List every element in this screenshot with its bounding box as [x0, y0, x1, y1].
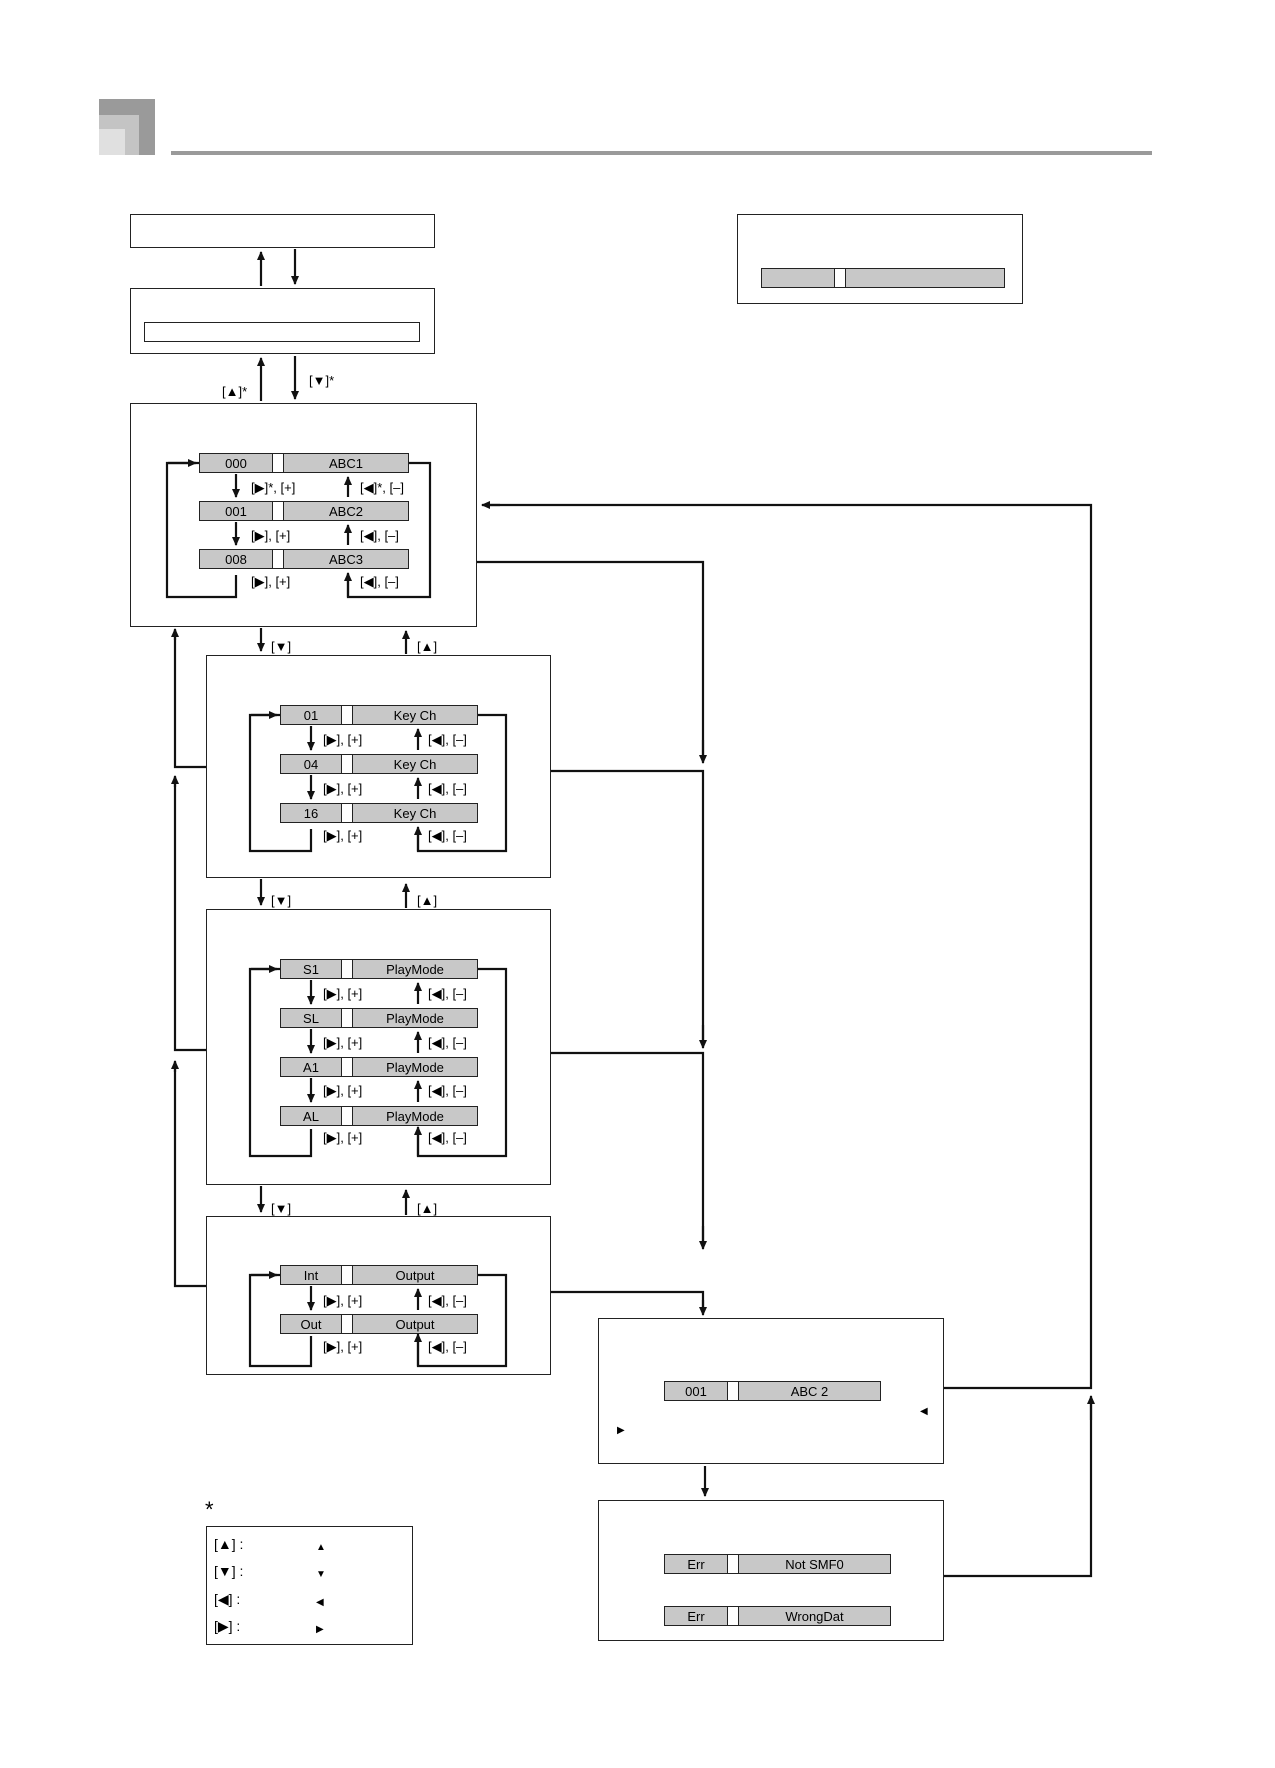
legend-key-3: [▶] :: [214, 1618, 241, 1634]
keych-lcd-1: 04 Key Ch: [280, 754, 478, 774]
legend-box: [206, 1526, 413, 1645]
playmode-lcd-1-label: PlayMode: [353, 1009, 477, 1027]
keych-fwd-1: [▶], [+]: [323, 781, 363, 796]
playmode-back-3: [◀], [–]: [428, 1130, 467, 1145]
nav-up-star: [▲]*: [222, 384, 248, 399]
play-lcd-number: 001: [665, 1382, 727, 1400]
error-lcd-1-message: WrongDat: [739, 1607, 890, 1625]
output-lcd-0-label: Output: [353, 1266, 477, 1284]
song-lcd-2-name: ABC3: [284, 550, 408, 568]
playmode-lcd-2-label: PlayMode: [353, 1058, 477, 1076]
song-back-1: [◀], [–]: [360, 528, 399, 543]
playmode-lcd-3-mode: AL: [281, 1107, 341, 1125]
song-lcd-1-name: ABC2: [284, 502, 408, 520]
top-right-lcd: [761, 268, 1005, 288]
output-lcd-0-mode: Int: [281, 1266, 341, 1284]
error-lcd-0-message: Not SMF0: [739, 1555, 890, 1573]
output-lcd-1-label: Output: [353, 1315, 477, 1333]
header-rule: [171, 151, 1152, 155]
legend-key-0: [▲] :: [214, 1536, 244, 1552]
song-back-0: [◀]*, [–]: [360, 480, 404, 495]
song-lcd-2-number: 008: [200, 550, 272, 568]
keych-fwd-0: [▶], [+]: [323, 732, 363, 747]
nav-up-3: [▲]: [417, 1201, 438, 1216]
top-box-2: [130, 288, 435, 354]
song-lcd-2: 008 ABC3: [199, 549, 409, 569]
song-lcd-1-number: 001: [200, 502, 272, 520]
legend-symbol-0: ▲: [316, 1542, 326, 1553]
song-fwd-1: [▶], [+]: [251, 528, 291, 543]
output-lcd-1-mode: Out: [281, 1315, 341, 1333]
playmode-fwd-1: [▶], [+]: [323, 1035, 363, 1050]
song-fwd-0: [▶]*, [+]: [251, 480, 296, 495]
play-lcd: 001 ABC 2: [664, 1381, 881, 1401]
keych-lcd-1-channel: 04: [281, 755, 341, 773]
output-back-1: [◀], [–]: [428, 1339, 467, 1354]
play-left-mark: ▶: [617, 1425, 625, 1436]
keych-back-0: [◀], [–]: [428, 732, 467, 747]
keych-lcd-2: 16 Key Ch: [280, 803, 478, 823]
song-lcd-0-name: ABC1: [284, 454, 408, 472]
playmode-lcd-2: A1 PlayMode: [280, 1057, 478, 1077]
playmode-lcd-0-mode: S1: [281, 960, 341, 978]
error-lcd-1-code: Err: [665, 1607, 727, 1625]
playmode-box: [206, 909, 551, 1185]
output-fwd-1: [▶], [+]: [323, 1339, 363, 1354]
top-right-box: [737, 214, 1023, 304]
legend-symbol-1: ▼: [316, 1569, 326, 1580]
song-lcd-0: 000 ABC1: [199, 453, 409, 473]
output-lcd-0: Int Output: [280, 1265, 478, 1285]
nav-up-1: [▲]: [417, 639, 438, 654]
play-right-mark: ◀: [920, 1406, 928, 1417]
keych-lcd-0: 01 Key Ch: [280, 705, 478, 725]
keych-back-1: [◀], [–]: [428, 781, 467, 796]
error-lcd-0: Err Not SMF0: [664, 1554, 891, 1574]
playmode-fwd-3: [▶], [+]: [323, 1130, 363, 1145]
playmode-lcd-0: S1 PlayMode: [280, 959, 478, 979]
keych-back-2: [◀], [–]: [428, 828, 467, 843]
legend-key-1: [▼] :: [214, 1563, 244, 1579]
song-fwd-2: [▶], [+]: [251, 574, 291, 589]
error-lcd-1: Err WrongDat: [664, 1606, 891, 1626]
keych-fwd-2: [▶], [+]: [323, 828, 363, 843]
output-box: [206, 1216, 551, 1375]
song-back-2: [◀], [–]: [360, 574, 399, 589]
play-lcd-name: ABC 2: [739, 1382, 880, 1400]
keych-lcd-1-label: Key Ch: [353, 755, 477, 773]
playmode-lcd-1: SL PlayMode: [280, 1008, 478, 1028]
playmode-back-0: [◀], [–]: [428, 986, 467, 1001]
legend-asterisk: *: [205, 1497, 214, 1522]
keych-lcd-2-label: Key Ch: [353, 804, 477, 822]
nav-down-star: [▼]*: [309, 373, 335, 388]
keych-lcd-2-channel: 16: [281, 804, 341, 822]
legend-key-2: [◀] :: [214, 1591, 241, 1607]
keych-lcd-0-label: Key Ch: [353, 706, 477, 724]
playmode-lcd-1-mode: SL: [281, 1009, 341, 1027]
output-fwd-0: [▶], [+]: [323, 1293, 363, 1308]
playmode-fwd-2: [▶], [+]: [323, 1083, 363, 1098]
output-back-0: [◀], [–]: [428, 1293, 467, 1308]
keych-lcd-0-channel: 01: [281, 706, 341, 724]
nav-down-2: [▼]: [271, 893, 292, 908]
playmode-back-2: [◀], [–]: [428, 1083, 467, 1098]
song-lcd-0-number: 000: [200, 454, 272, 472]
output-lcd-1: Out Output: [280, 1314, 478, 1334]
nav-down-1: [▼]: [271, 639, 292, 654]
top-box-1: [130, 214, 435, 248]
playmode-lcd-3: AL PlayMode: [280, 1106, 478, 1126]
nav-up-2: [▲]: [417, 893, 438, 908]
playmode-fwd-0: [▶], [+]: [323, 986, 363, 1001]
playmode-lcd-2-mode: A1: [281, 1058, 341, 1076]
playmode-lcd-0-label: PlayMode: [353, 960, 477, 978]
playmode-lcd-3-label: PlayMode: [353, 1107, 477, 1125]
error-lcd-0-code: Err: [665, 1555, 727, 1573]
legend-symbol-3: ▶: [316, 1624, 324, 1635]
nav-down-3: [▼]: [271, 1201, 292, 1216]
top-box-2-field: [144, 322, 420, 342]
song-lcd-1: 001 ABC2: [199, 501, 409, 521]
corner-block-light: [99, 129, 125, 155]
legend-symbol-2: ◀: [316, 1597, 324, 1608]
playmode-back-1: [◀], [–]: [428, 1035, 467, 1050]
